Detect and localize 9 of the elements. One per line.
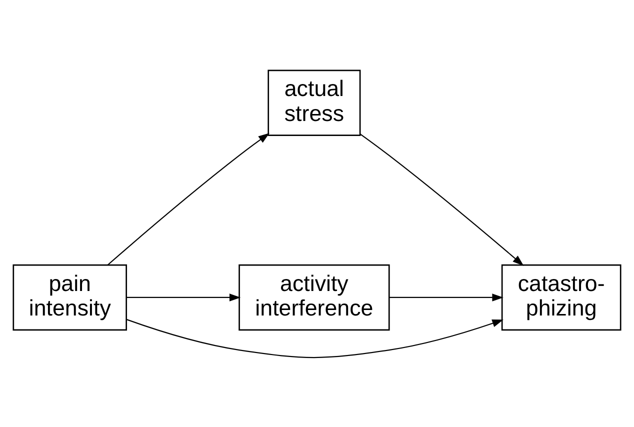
node-box: actual stress — [268, 69, 361, 136]
arrow — [389, 293, 504, 301]
arrow — [126, 318, 504, 358]
arrow — [126, 293, 241, 301]
node-box: catastro- phizing — [501, 264, 622, 330]
arrow — [107, 132, 270, 265]
node-box: activity interference — [238, 264, 390, 330]
node-box: pain intensity — [12, 264, 127, 330]
arrow — [360, 133, 524, 266]
